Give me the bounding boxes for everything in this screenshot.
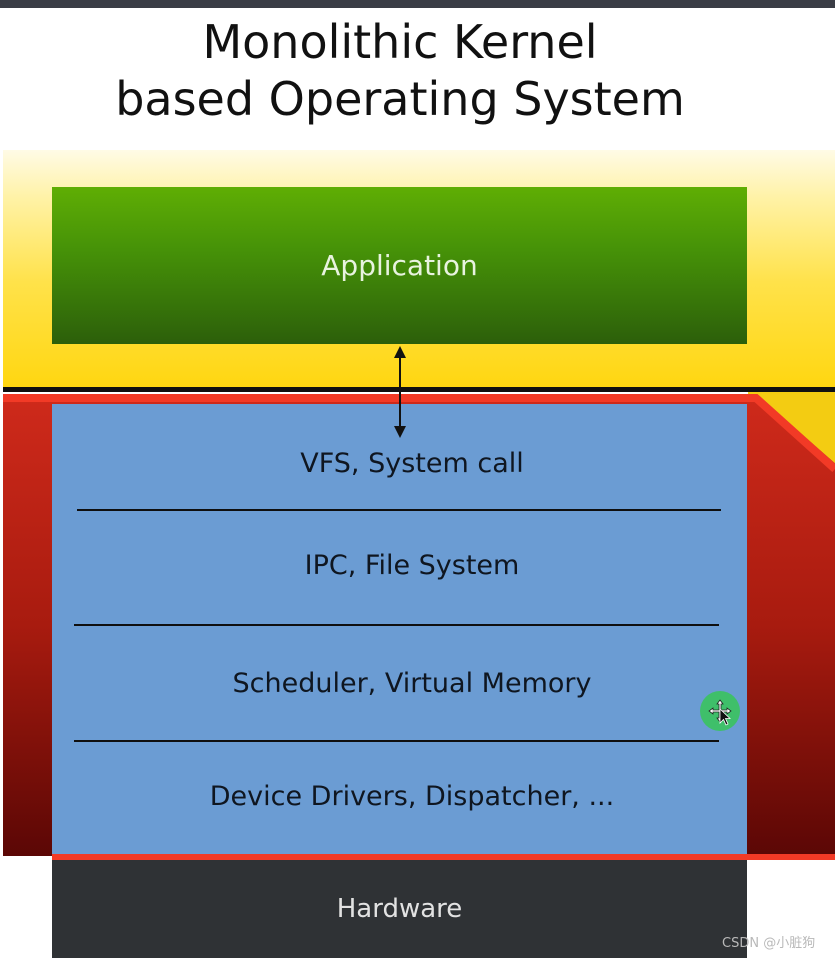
kernel-layer-label: VFS, System call [300, 448, 524, 479]
window-top-bar [0, 0, 835, 8]
double-arrow-icon [394, 346, 406, 438]
layer-divider [74, 624, 719, 626]
kernel-bottom-border [52, 854, 835, 860]
hardware-box: Hardware [52, 860, 747, 958]
watermark: CSDN @小脏狗 [722, 936, 816, 951]
title-line-2: based Operating System [115, 72, 685, 126]
move-cursor-icon [700, 691, 740, 731]
kernel-layer-label: IPC, File System [304, 550, 520, 581]
hardware-label: Hardware [336, 894, 463, 924]
application-label: Application [321, 249, 478, 282]
kernel-box [52, 404, 747, 856]
diagram-title: Monolithic Kernel based Operating System [0, 14, 800, 128]
user-kernel-boundary-line [3, 387, 835, 392]
layer-divider [74, 740, 719, 742]
layer-divider [77, 509, 721, 511]
kernel-layer-label: Scheduler, Virtual Memory [232, 668, 592, 699]
kernel-layer-label: Device Drivers, Dispatcher, ... [209, 781, 615, 812]
title-line-1: Monolithic Kernel [202, 15, 598, 69]
application-box: Application [52, 187, 747, 344]
